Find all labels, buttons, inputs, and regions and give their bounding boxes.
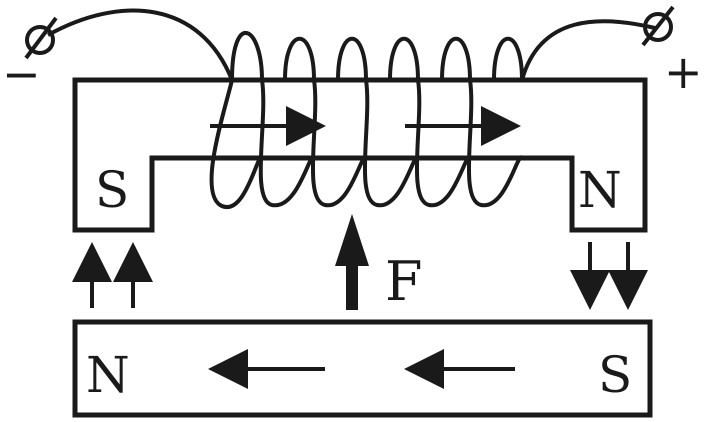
electromagnet-core <box>72 77 648 233</box>
electromagnet-right-pole: N <box>578 161 622 219</box>
positive-terminal-label: + <box>664 45 703 99</box>
negative-terminal-label: − <box>2 47 41 101</box>
lead-wire-right <box>520 19 656 81</box>
positive-terminal-icon <box>641 5 675 47</box>
force-arrow-icon <box>335 214 369 310</box>
coil <box>209 79 524 210</box>
force-label: F <box>385 250 422 313</box>
negative-terminal-icon <box>24 16 58 60</box>
lead-wire-left <box>47 8 234 81</box>
bar-magnet <box>72 319 653 418</box>
electromagnet-left-pole: S <box>95 161 129 219</box>
bar-magnet-left-pole: N <box>86 346 130 404</box>
bar-magnet-right-pole: S <box>598 346 632 404</box>
coil-back <box>230 31 524 81</box>
